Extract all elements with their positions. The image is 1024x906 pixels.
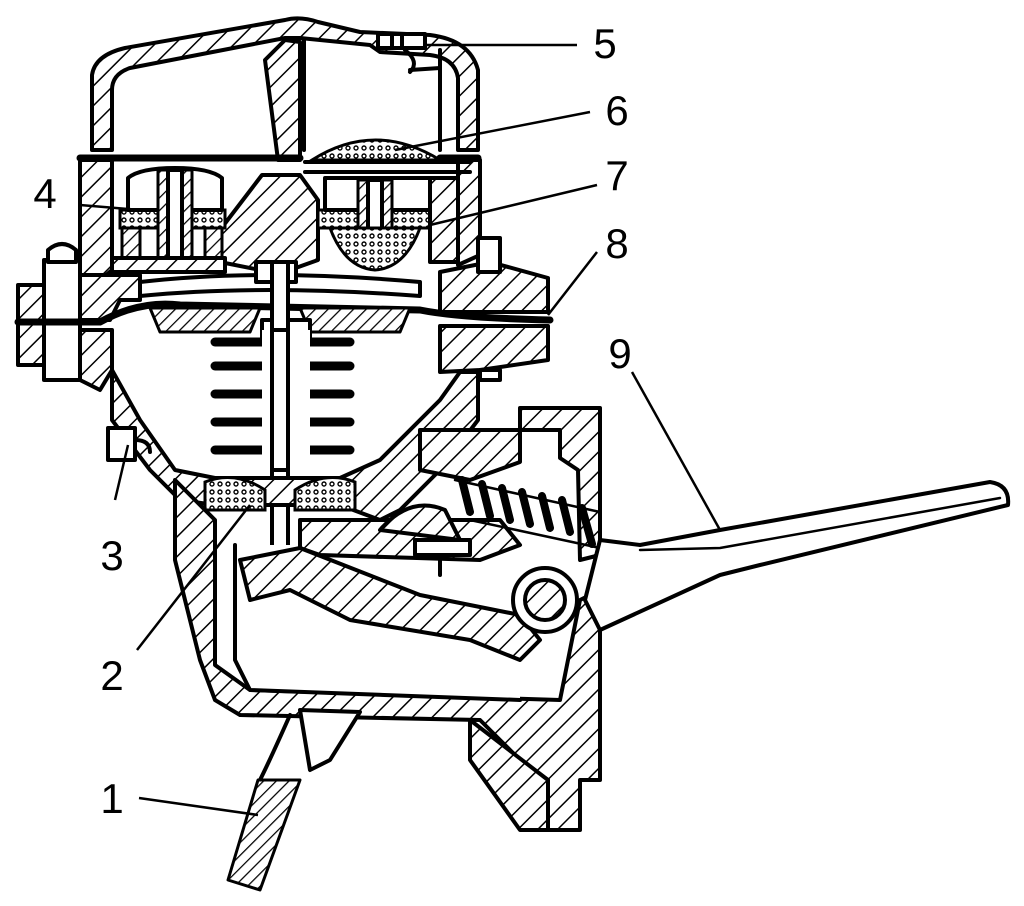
callout-4: 4 bbox=[33, 170, 56, 217]
filter-screen bbox=[303, 138, 472, 174]
callout-7: 7 bbox=[605, 152, 628, 199]
callout-9: 9 bbox=[608, 330, 631, 377]
diaphragm bbox=[14, 273, 554, 334]
callout-labels: 1 2 3 4 5 6 7 8 9 bbox=[33, 20, 631, 822]
return-spring bbox=[453, 476, 602, 550]
callout-5: 5 bbox=[593, 20, 616, 67]
callout-6: 6 bbox=[605, 87, 628, 134]
leader-8 bbox=[547, 251, 598, 316]
lever-housing bbox=[173, 406, 602, 832]
callout-8: 8 bbox=[605, 220, 628, 267]
diaphragm-spring bbox=[210, 328, 355, 472]
callout-2: 2 bbox=[100, 652, 123, 699]
outlet-valve bbox=[316, 176, 460, 272]
hand-primer-lever bbox=[583, 480, 1011, 632]
leader-lines bbox=[79, 43, 722, 817]
leader-7 bbox=[429, 183, 598, 227]
leader-4 bbox=[79, 203, 141, 212]
callout-3: 3 bbox=[100, 532, 123, 579]
callout-1: 1 bbox=[100, 775, 123, 822]
top-cover bbox=[78, 16, 482, 282]
vent-fitting bbox=[106, 426, 152, 462]
leader-3 bbox=[113, 444, 130, 501]
lower-body bbox=[106, 328, 480, 522]
lever-arm bbox=[226, 708, 362, 892]
diaphragm-rod-seal bbox=[203, 476, 357, 512]
leader-9 bbox=[630, 371, 722, 531]
inlet-valve bbox=[110, 166, 227, 274]
leader-2 bbox=[136, 504, 251, 651]
leader-1 bbox=[138, 796, 259, 817]
leader-6 bbox=[394, 110, 591, 152]
